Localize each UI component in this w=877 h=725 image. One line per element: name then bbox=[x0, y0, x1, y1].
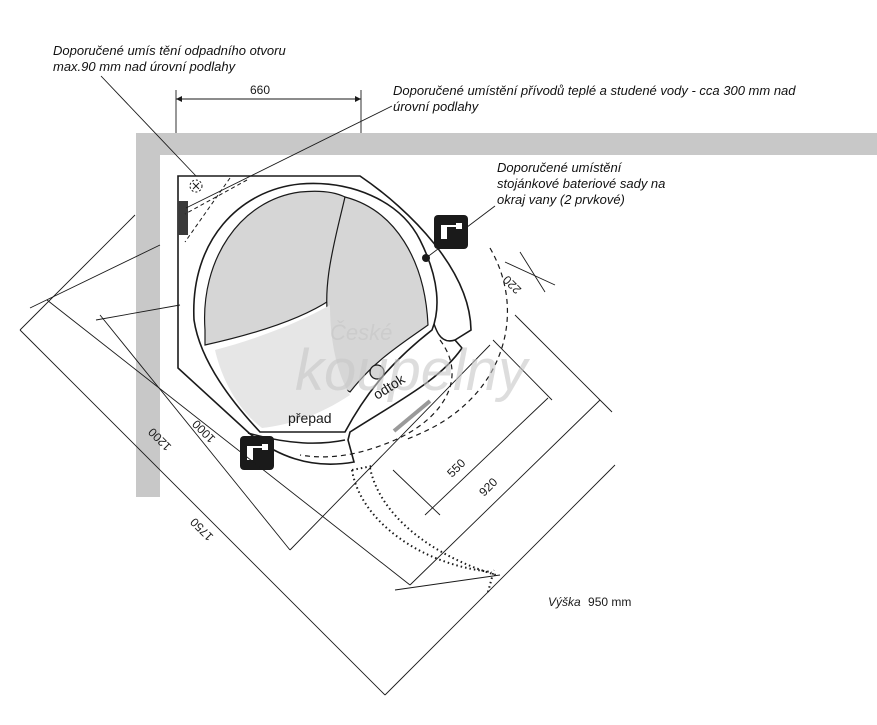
faucet-icon-top bbox=[434, 215, 468, 249]
diagonal-dimensions bbox=[19, 214, 616, 696]
dashed-arc-2 bbox=[404, 247, 508, 441]
note-supply: Doporučené umístění přívodů teplé a stud… bbox=[393, 83, 796, 115]
note-drain: Doporučené umís tění odpadního otvoru ma… bbox=[53, 43, 286, 75]
wall-top bbox=[160, 133, 877, 155]
height-label-word: Výška bbox=[548, 595, 581, 609]
leader-faucet bbox=[425, 205, 496, 259]
note-drain-line2: max.90 mm nad úrovní podlahy bbox=[53, 59, 236, 74]
faucet-icon-bottom bbox=[240, 436, 274, 470]
leader-drain bbox=[100, 75, 197, 177]
note-drain-line1: Doporučené umís tění odpadního otvoru bbox=[53, 43, 286, 58]
note-faucet-line1: Doporučené umístění bbox=[497, 160, 622, 175]
note-supply-line2: úrovní podlahy bbox=[393, 99, 479, 114]
wall-drain-symbol bbox=[189, 179, 203, 193]
height-value: 950 mm bbox=[588, 595, 631, 609]
dim-660: 660 bbox=[250, 83, 270, 97]
tub-basin-floor bbox=[215, 305, 350, 428]
dim-1750: 1750 bbox=[187, 515, 216, 544]
dotted-swing-3 bbox=[351, 465, 495, 593]
watermark-line2: koupelny bbox=[295, 338, 530, 403]
dashed-outline-1 bbox=[184, 177, 248, 243]
overflow-bar bbox=[392, 399, 432, 433]
note-faucet: Doporučené umístění stojánkové bateriové… bbox=[497, 160, 665, 208]
tub-basin-front bbox=[326, 196, 429, 393]
dotted-swing-1 bbox=[351, 469, 493, 573]
leader-supply bbox=[185, 105, 393, 209]
supply-block bbox=[178, 201, 188, 235]
note-faucet-line2: stojánkové bateriové sady na bbox=[497, 176, 666, 191]
dim-220: 220 bbox=[500, 272, 524, 296]
dotted-swing-2 bbox=[369, 467, 497, 576]
watermark-line1: České bbox=[330, 320, 392, 345]
drain-circle bbox=[369, 364, 385, 380]
label-prepad: přepad bbox=[288, 410, 332, 426]
note-faucet-line3: okraj vany (2 prvkové) bbox=[497, 192, 625, 207]
note-supply-line1: Doporučené umístění přívodů teplé a stud… bbox=[393, 83, 796, 98]
height-label: Výška 950 mm bbox=[548, 595, 631, 609]
dim-920: 920 bbox=[476, 475, 500, 499]
